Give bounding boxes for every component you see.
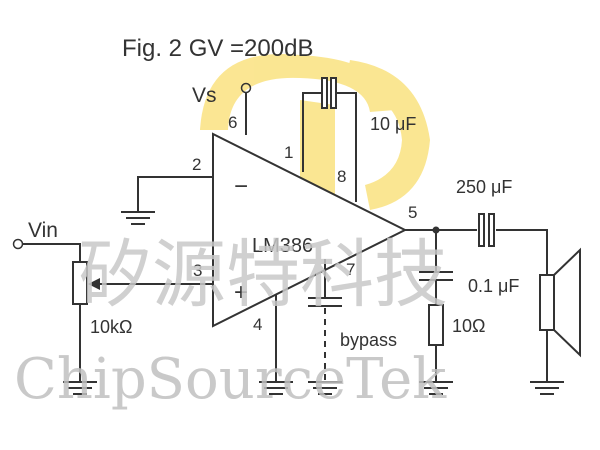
resistor-10ohm-label: 10Ω [452,316,485,336]
vs-label: Vs [192,84,217,107]
cap-0-1uf-label: 0.1 μF [468,276,519,296]
vin-label: Vin [28,219,58,242]
noninverting-sign: + [234,279,248,306]
ground-symbol-zobel [419,381,453,395]
ground-symbol-pin4 [259,381,293,395]
chip-label: LM386 [252,235,313,257]
output-capacitor-250uf [478,213,495,247]
cap-10uf-label: 10 μF [370,114,416,134]
speaker-symbol [539,247,581,358]
bypass-capacitor [308,297,342,307]
inverting-sign: − [234,173,248,200]
ground-symbol-pot [63,381,97,395]
pin-2-label: 2 [192,155,201,174]
gain-capacitor-10uf [321,77,337,109]
cap-250uf-label: 250 μF [456,177,512,197]
ground-symbol-pin2 [121,211,155,225]
pot-label: 10kΩ [90,317,132,337]
figure-title: Fig. 2 GV =200dB [122,35,313,62]
wiper-arrow [88,278,100,290]
vin-terminal [12,238,24,250]
pin-3-label: 3 [193,261,202,280]
pin-7-label: 7 [346,260,355,279]
pin-1-label: 1 [284,143,293,162]
pin-4-label: 4 [253,315,262,334]
pin-5-label: 5 [408,203,417,222]
ground-symbol-bypass [308,381,342,395]
watermark-chinese: 矽源特科技 [78,232,448,318]
pin-8-label: 8 [337,167,346,186]
ground-symbol-speaker [530,381,564,395]
watermark-english: ChipSourceTek [14,347,447,412]
lm386-amplifier [212,132,408,328]
pin-6-label: 6 [228,113,237,132]
bypass-label: bypass [340,330,397,350]
